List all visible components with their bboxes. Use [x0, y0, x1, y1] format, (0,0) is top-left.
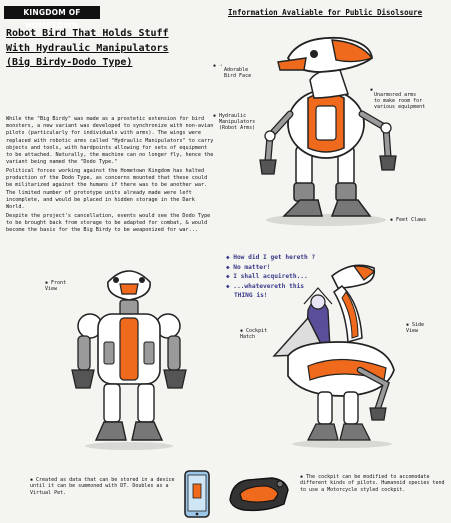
callout-hydraulic-arrow: ▪: [213, 113, 217, 119]
callout-claws: ▪ Feet Claws: [390, 217, 427, 223]
description-paragraph-1: While the "Big Birdy" was made as a pros…: [6, 116, 214, 166]
title-line-2: With Hydraulic Manipulators: [6, 42, 169, 54]
callout-cockpit-hatch: ▪ Cockpit Hatch: [240, 328, 268, 340]
callout-face-arrow: ▪ ➝: [213, 63, 223, 69]
phone-device-icon: [184, 470, 210, 518]
dialogue-box: ◆ How did I get hereth ? ◆ No matter! ◆ …: [226, 253, 315, 301]
title-line-1: Robot Bird That Holds Stuff: [6, 28, 169, 39]
robot-side-view-illustration: [272, 264, 395, 448]
description-paragraph-3: Despite the project's cancellation, even…: [6, 213, 211, 234]
dialogue-line: ◆ How did I get hereth ?: [226, 254, 316, 261]
dialogue-line: THING is!: [234, 292, 268, 299]
callout-side-view: ▪ Side View: [406, 322, 425, 334]
callout-hydraulic: Hydraulic Manipulators (Robot Arms): [219, 113, 256, 131]
callout-arms: Unarmored arms to make room for various …: [374, 92, 426, 110]
callout-arms-arrow: ▪: [370, 87, 374, 93]
document-title: Robot Bird That Holds Stuff With Hydraul…: [6, 27, 221, 71]
title-line-3: (Big Birdy-Dodo Type): [6, 57, 133, 68]
dialogue-line: ◆ ...whatevereth this: [226, 282, 305, 290]
cockpit-seat-illustration: [229, 477, 289, 512]
footer-left-note: ▪ Created as data that can be stored in …: [30, 477, 175, 496]
kingdom-banner: KINGDOM OF HOMETOWN: [4, 6, 100, 30]
dialogue-line: ◆ No matter!: [226, 263, 271, 271]
callout-front-view: ▪ Front View: [45, 280, 67, 292]
callout-face: Adorable Bird Face: [224, 67, 252, 79]
robot-main-illustration: [259, 36, 397, 226]
dialogue-line: ◆ I shall acquireth...: [226, 273, 308, 280]
description-paragraph-2: Political forces working against the Hom…: [6, 168, 208, 211]
robot-front-view-illustration: [71, 270, 187, 450]
public-notice-heading: Information Avaliable for Public Disolso…: [228, 8, 423, 17]
footer-right-note: ▪ The cockpit can be modified to accomod…: [300, 474, 445, 493]
